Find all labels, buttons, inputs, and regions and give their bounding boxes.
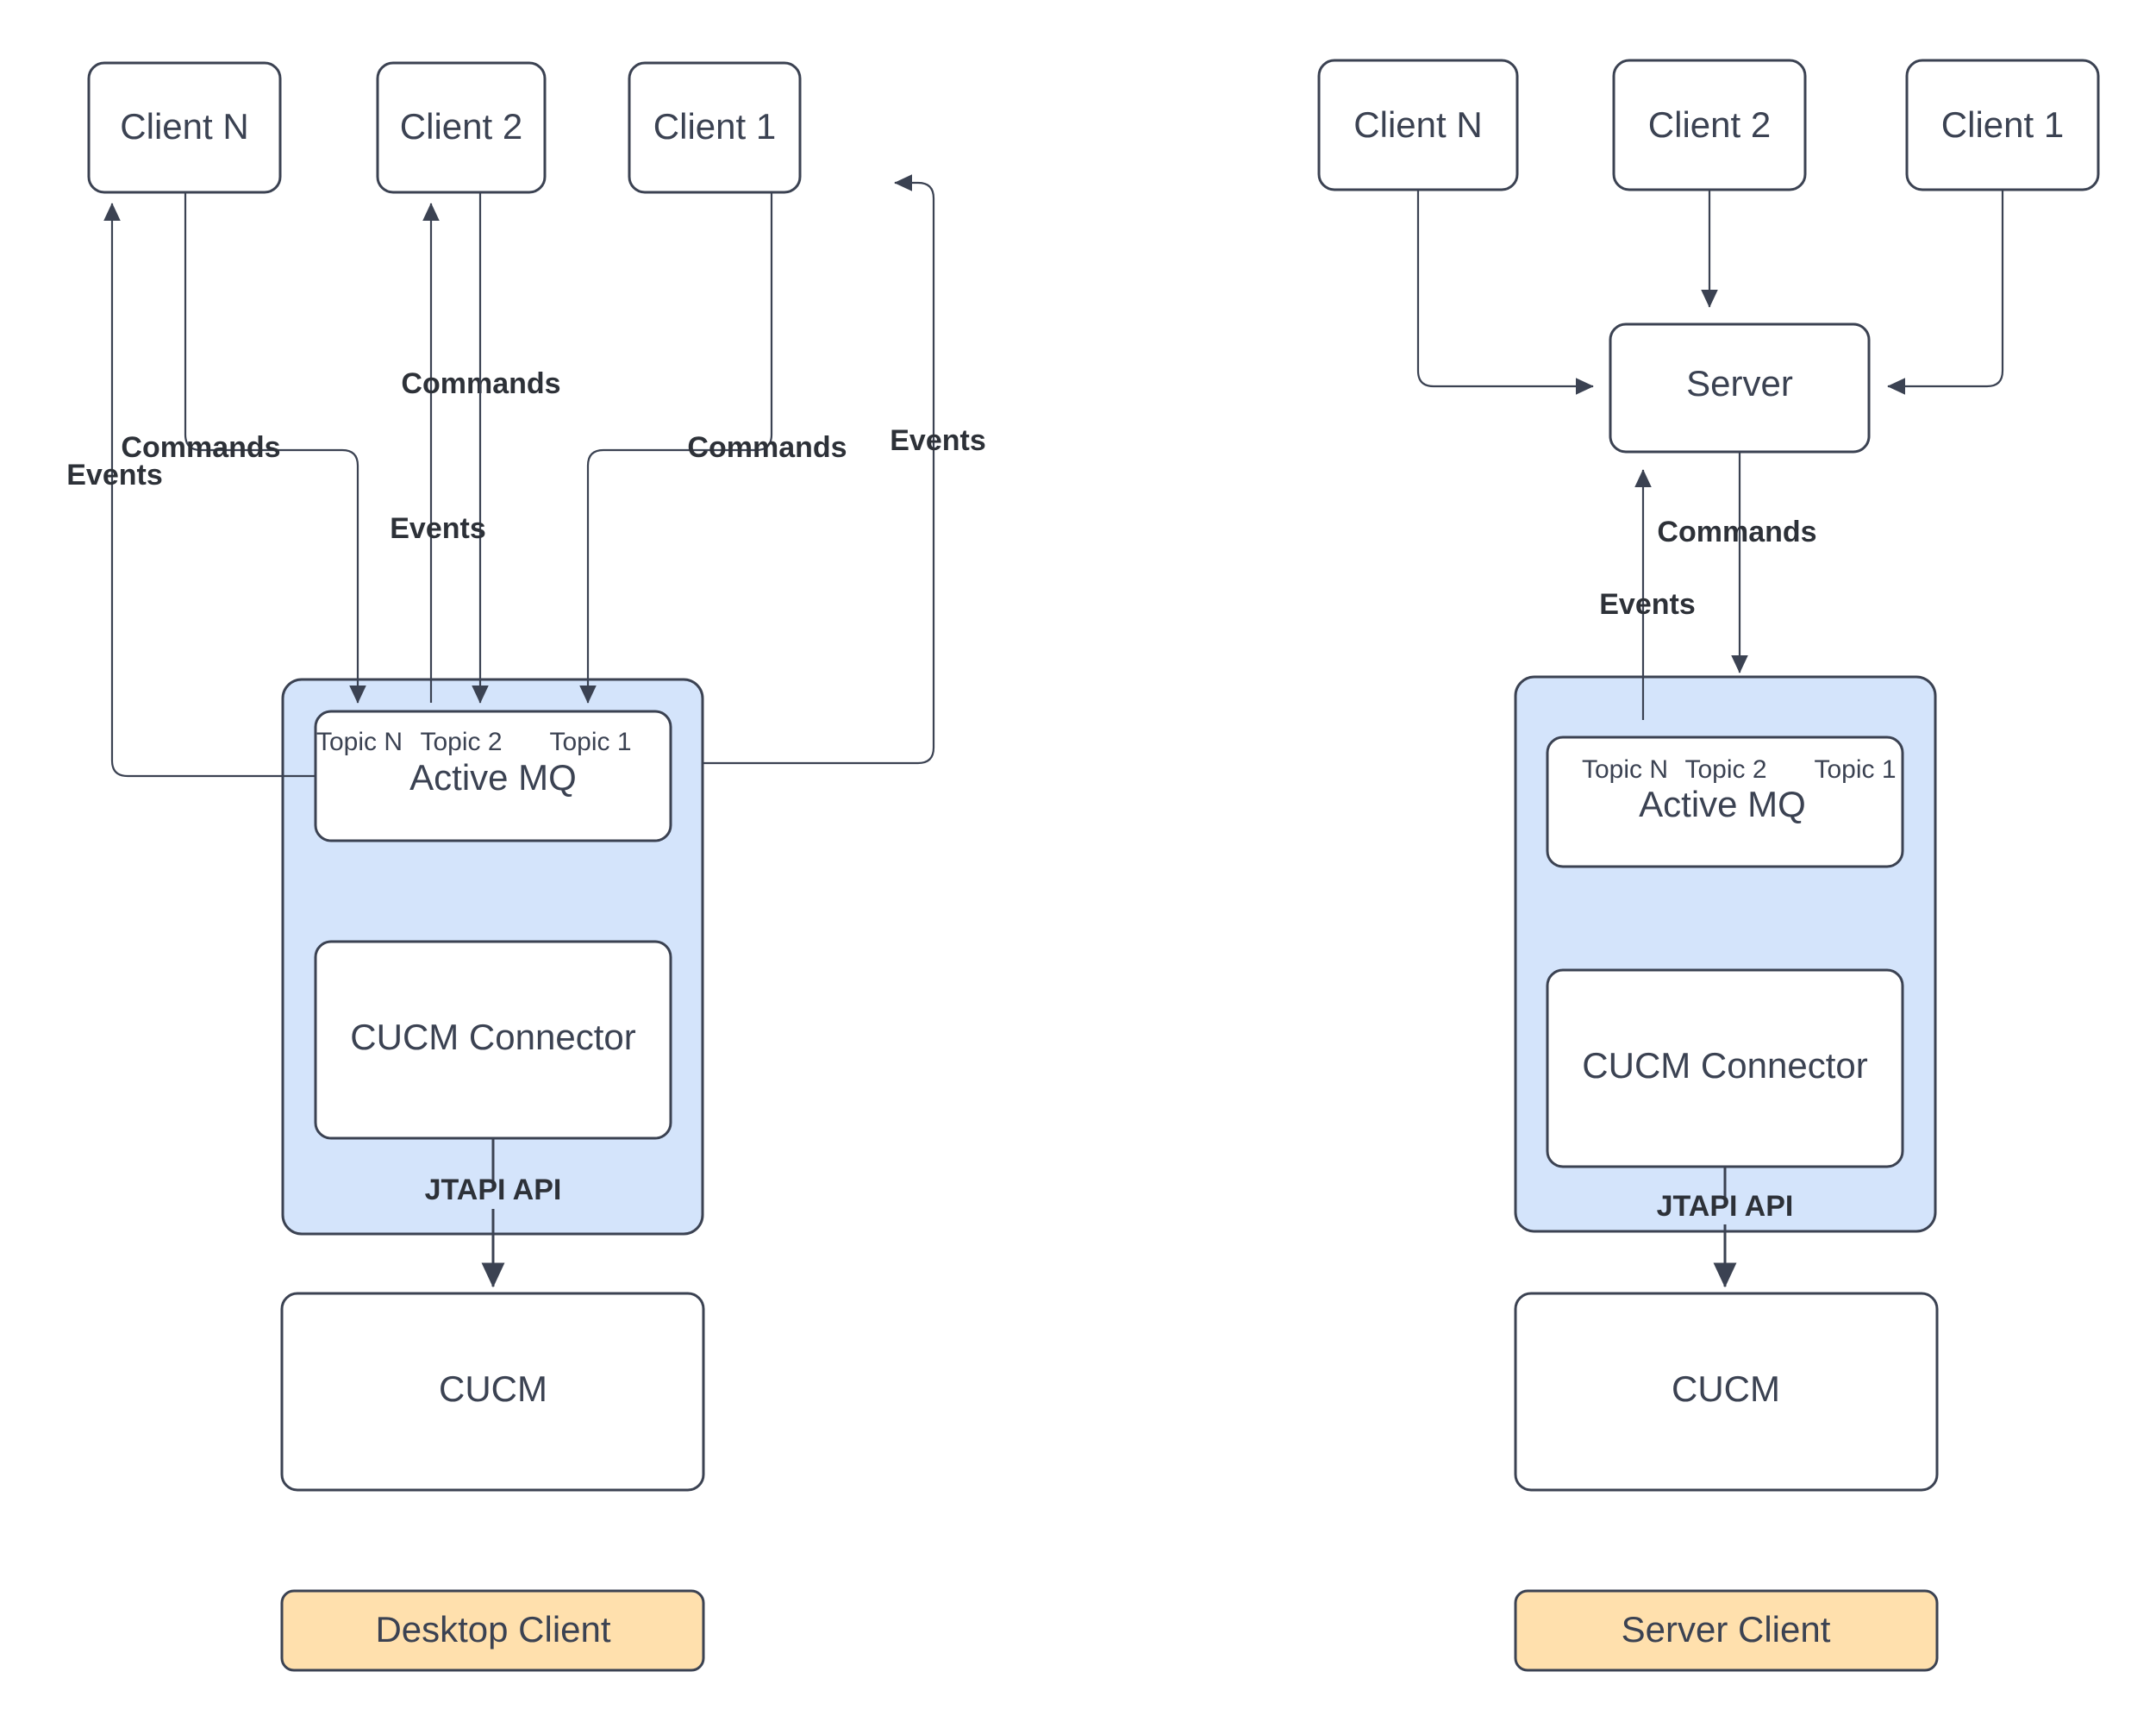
right-topic-1-label: Topic 1 xyxy=(1814,755,1896,784)
left-client-2-label: Client 2 xyxy=(400,106,522,147)
left-legend-label: Desktop Client xyxy=(375,1609,610,1650)
right-cucm-label: CUCM xyxy=(1672,1368,1780,1409)
left-cucm-label: CUCM xyxy=(439,1368,547,1409)
right-edge-client-n-to-server xyxy=(1416,190,1594,395)
left-client-1[interactable]: Client 1 xyxy=(628,61,802,194)
left-cucm-connector[interactable]: CUCM Connector xyxy=(314,940,672,1140)
left-topic-1-label: Topic 1 xyxy=(549,728,631,756)
right-server-label: Server xyxy=(1686,363,1793,404)
right-topic-2-label: Topic 2 xyxy=(1684,755,1766,784)
right-edge-commands-label: Commands xyxy=(1657,516,1816,548)
left-client-2[interactable]: Client 2 xyxy=(376,61,547,194)
right-client-1[interactable]: Client 1 xyxy=(1905,59,2100,191)
right-client-1-label: Client 1 xyxy=(1941,104,2064,145)
right-server[interactable]: Server xyxy=(1609,322,1871,454)
right-edge-client-1-to-server xyxy=(1887,190,2004,395)
left-cucm[interactable]: CUCM xyxy=(280,1292,705,1492)
right-client-2-label: Client 2 xyxy=(1648,104,1771,145)
left-edge-commands-from-client-1 xyxy=(579,192,773,704)
left-topic-2-label: Topic 2 xyxy=(420,728,502,756)
left-edge-events-client-n-label: Events xyxy=(66,459,163,491)
left-edge-events-client-1-label: Events xyxy=(890,424,986,457)
left-client-1-label: Client 1 xyxy=(653,106,776,147)
left-topic-n-label: Topic N xyxy=(316,728,403,756)
right-cucm-connector[interactable]: CUCM Connector xyxy=(1546,968,1904,1168)
right-cucm-connector-label: CUCM Connector xyxy=(1582,1045,1867,1086)
left-edge-events-client-2-label: Events xyxy=(390,512,486,545)
left-edge-commands-client-1-label: Commands xyxy=(687,431,847,464)
left-edge-commands-from-client-n xyxy=(184,192,366,704)
left-cucm-connector-label: CUCM Connector xyxy=(350,1017,635,1057)
left-active-mq-label: Active MQ xyxy=(409,757,577,798)
right-topic-n-label: Topic N xyxy=(1582,755,1668,784)
right-client-n[interactable]: Client N xyxy=(1317,59,1519,191)
left-edge-events-to-client-1 xyxy=(703,174,935,765)
left-edge-commands-client-n-label: Commands xyxy=(121,431,280,464)
left-client-n[interactable]: Client N xyxy=(87,61,282,194)
right-active-mq-label: Active MQ xyxy=(1639,784,1806,824)
right-legend-server-client: Server Client xyxy=(1514,1589,1939,1672)
left-edge-events-to-client-n xyxy=(103,203,316,778)
left-jtapi-api-label: JTAPI API xyxy=(425,1174,562,1206)
right-active-mq[interactable]: Topic N Topic 2 Topic 1 Active MQ xyxy=(1546,736,1904,868)
right-legend-label: Server Client xyxy=(1622,1609,1831,1650)
right-client-2[interactable]: Client 2 xyxy=(1612,59,1807,191)
left-legend-desktop-client: Desktop Client xyxy=(280,1589,705,1672)
right-client-n-label: Client N xyxy=(1353,104,1482,145)
right-cucm[interactable]: CUCM xyxy=(1514,1292,1939,1492)
left-active-mq[interactable]: Topic N Topic 2 Topic 1 Active MQ xyxy=(314,710,672,842)
right-edge-events-label: Events xyxy=(1599,588,1696,621)
right-jtapi-api-label: JTAPI API xyxy=(1657,1190,1794,1223)
left-client-n-label: Client N xyxy=(120,106,248,147)
